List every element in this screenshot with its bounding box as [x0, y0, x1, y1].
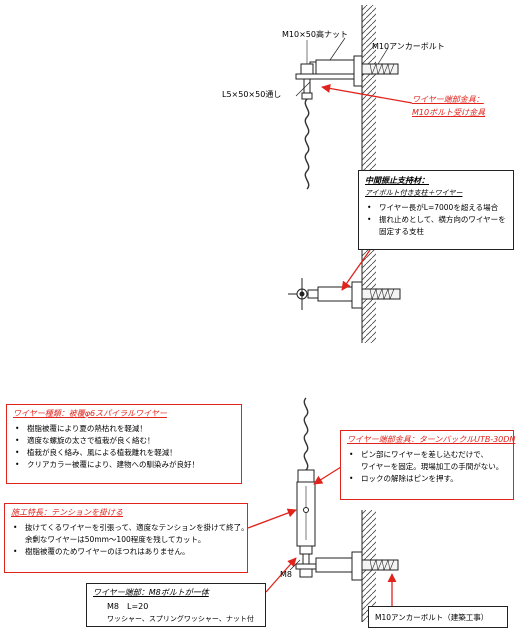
top-red-arrow — [321, 83, 413, 104]
anchor-leader — [377, 47, 389, 65]
m8-leader — [289, 559, 301, 571]
wire-type-bullet-2: 適度な螺旋の太さで植栽が良く絡む！ — [13, 435, 235, 447]
middle-post-assembly — [288, 278, 401, 310]
middle-title-2: アイボルト付き支柱＋ワイヤー — [365, 189, 463, 197]
end-fitting-box: ワイヤー端部金具：ターンバックルUTB-30DN ピン部にワイヤーを差し込むだけ… — [340, 430, 516, 500]
end-fitting-continuation: ワイヤーを固定。現場加工の手間がない。 — [361, 462, 504, 471]
m8-label: M8 — [280, 570, 292, 579]
bolt-title: ワイヤー端部：M8ボルトが一体 — [93, 588, 209, 597]
middle-continuation: 固定する支柱 — [379, 227, 424, 236]
construction-title: 施工特長：テンションを掛ける — [11, 508, 123, 517]
anchor-note-text: M10アンカーボルト（建築工事） — [375, 613, 489, 622]
top-fitting-callout: ワイヤー端部金具： M10ボルト受け金具 — [412, 94, 485, 118]
wire-type-title: ワイヤー種類：被覆φ6スパイラルワイヤー — [13, 409, 167, 418]
bolt-box: ワイヤー端部：M8ボルトが一体 M8 L=20 ワッシャー、スプリングワッシャー… — [86, 583, 266, 627]
bolt-line-2: ワッシャー、スプリングワッシャー、ナット付 — [107, 615, 254, 623]
wire-type-bullet-4: クリアカラー被覆により、建物への馴染みが良好！ — [13, 459, 235, 471]
end-fitting-bullet-2: ロックの解除はピンを押す。 — [347, 473, 507, 485]
wire-type-box: ワイヤー種類：被覆φ6スパイラルワイヤー 樹脂被覆により夏の熱枯れを軽減！ 適度… — [6, 404, 242, 484]
turnbuckle-assembly — [295, 469, 399, 581]
bolt-line-1: M8 L=20 — [107, 602, 149, 611]
top-wall — [361, 5, 376, 170]
end-fitting-title: ワイヤー端部金具：ターンバックルUTB-30DN — [347, 435, 516, 444]
construction-box: 施工特長：テンションを掛ける 抜けてくるワイヤーを引張って、適度なテンションを掛… — [4, 503, 249, 573]
nut-label: M10×50高ナット — [282, 30, 348, 39]
middle-title-1: 中間振止支持材： — [365, 176, 429, 185]
wire-type-bullet-3: 植栽が良く絡み、風による植栽離れを軽減！ — [13, 447, 235, 459]
top-fitting-title-1: ワイヤー端部金具： — [412, 95, 484, 104]
bolt-red-arrow — [265, 557, 297, 593]
angle-leader — [295, 81, 311, 97]
nut-leader — [329, 37, 346, 61]
construction-red-arrow — [247, 508, 297, 529]
angle-label: L5×50×50通し — [222, 90, 282, 99]
top-fitting-assembly — [295, 40, 399, 100]
wire-type-bullet-1: 樹脂被覆により夏の熱枯れを軽減！ — [13, 423, 235, 435]
top-fitting-title-2: M10ボルト受け金具 — [412, 108, 486, 117]
bottom-wire — [303, 397, 309, 471]
middle-bullet-1: ワイヤー長がL=7000を超える場合 — [365, 202, 507, 214]
middle-red-arrow — [341, 249, 371, 291]
anchor-note-box: M10アンカーボルト（建築工事） — [368, 606, 508, 628]
construction-continuation: 余剰なワイヤーは50mm～100程度を残してカット。 — [25, 535, 206, 544]
construction-bullet-1: 抜けてくるワイヤーを引張って、適度なテンションを掛けて終了。 — [11, 522, 249, 534]
construction-bullet-2: 樹脂被覆のためワイヤーのほつれはありません。 — [11, 546, 241, 558]
anchor-bolt-label: M10アンカーボルト — [372, 42, 445, 51]
middle-bullet-2: 振れ止めとして、横方向のワイヤーを — [365, 214, 507, 226]
top-wire — [304, 98, 310, 190]
end-fitting-bullet-1: ピン部にワイヤーを差し込むだけで、 — [347, 449, 507, 461]
middle-support-box: 中間振止支持材： アイボルト付き支柱＋ワイヤー ワイヤー長がL=7000を超える… — [358, 170, 514, 250]
